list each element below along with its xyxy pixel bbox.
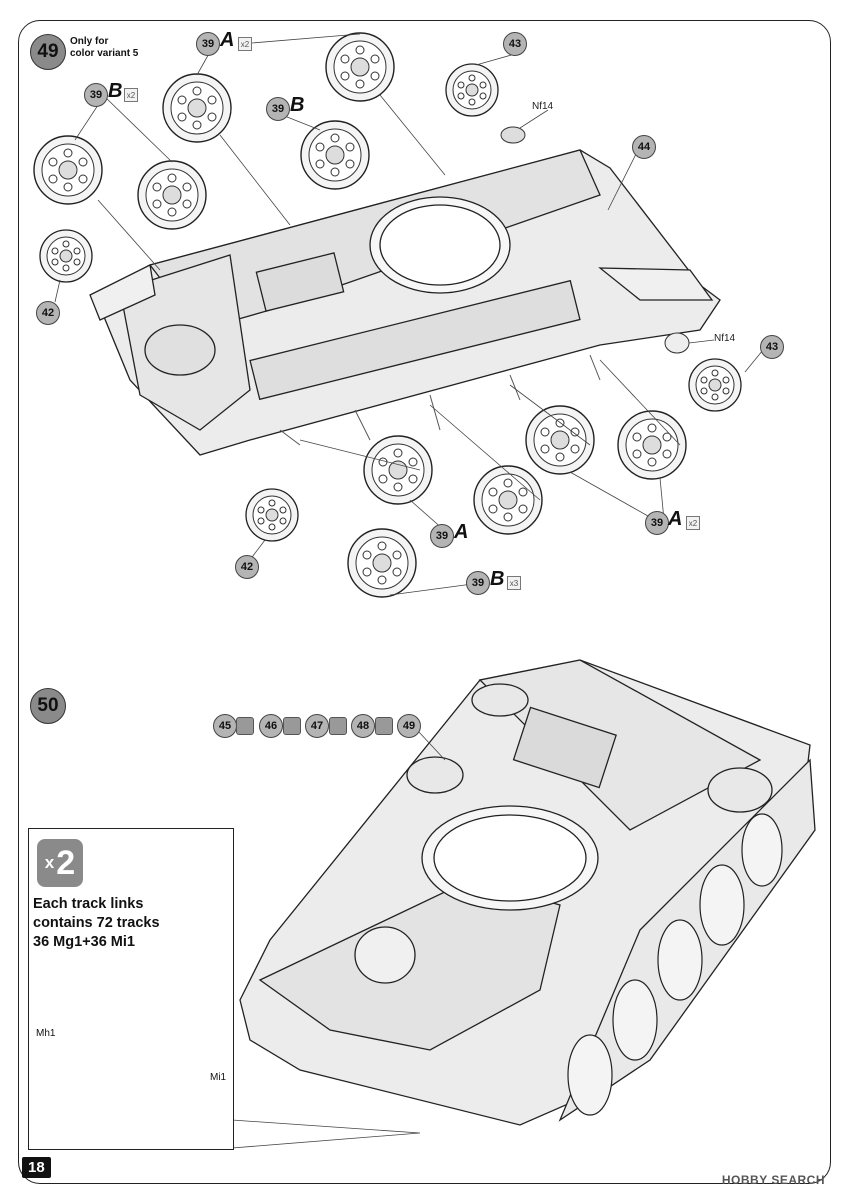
step-ref-icon [329,717,347,735]
qty-x2-icon: x2 [124,88,138,102]
nf14-label-right: Nf14 [714,333,736,344]
part-letter-b: B [108,80,123,102]
track-label-mh1: Mh1 [36,1028,56,1039]
callout-39-a-right: 39 [645,511,669,535]
callout-42-bottom: 42 [235,555,259,579]
track-label-mi1: Mi1 [210,1072,227,1083]
qty-x2-icon: x2 [686,516,700,530]
x2-number: 2 [56,843,76,882]
callout-43-right: 43 [760,335,784,359]
part-letter-b: B [490,568,505,590]
track-instructions: Each track links contains 72 tracks 36 M… [33,895,229,952]
step-ref-icon [236,717,254,735]
page-number: 18 [22,1157,51,1178]
nf14-label-top: Nf14 [532,101,554,112]
step-ref-45: 45 [213,714,237,738]
step-50-badge: 50 [30,688,66,724]
part-letter-a: A [220,29,235,51]
track-line-1: Each track links [33,896,144,912]
callout-39-b-bottom: 39 [466,571,490,595]
callout-39-a-top: 39 [196,32,220,56]
callout-39-b-left: 39 [84,83,108,107]
qty-x2-icon: x2 [238,37,252,51]
variant-note-line1: Only for [70,36,109,47]
step-ref-46: 46 [259,714,283,738]
callout-43-top: 43 [503,32,527,56]
part-letter-a: A [454,521,469,543]
variant-note-line2: color variant 5 [70,48,139,59]
step-ref-48: 48 [351,714,375,738]
track-line-2: contains 72 tracks [33,915,160,931]
x2-prefix: x [44,853,55,872]
color-variant-note: Only for color variant 5 [70,36,138,60]
hull-underside [89,149,721,456]
qty-x3-icon: x3 [507,576,521,590]
step-ref-icon [375,717,393,735]
track-line-3: 36 Mg1+36 Mi1 [33,934,135,950]
step-ref-47: 47 [305,714,329,738]
page-frame [18,20,831,1184]
watermark-logo: HOBBY SEARCH [721,1173,825,1187]
step-ref-49: 49 [397,714,421,738]
step-49-badge: 49 [30,34,66,70]
callout-39-b-mid: 39 [266,97,290,121]
step-ref-icon [283,717,301,735]
callout-42-left: 42 [36,301,60,325]
part-letter-b: B [290,94,305,116]
callout-39-a-bottom: 39 [430,524,454,548]
callout-44: 44 [632,135,656,159]
part-letter-a: A [668,508,683,530]
